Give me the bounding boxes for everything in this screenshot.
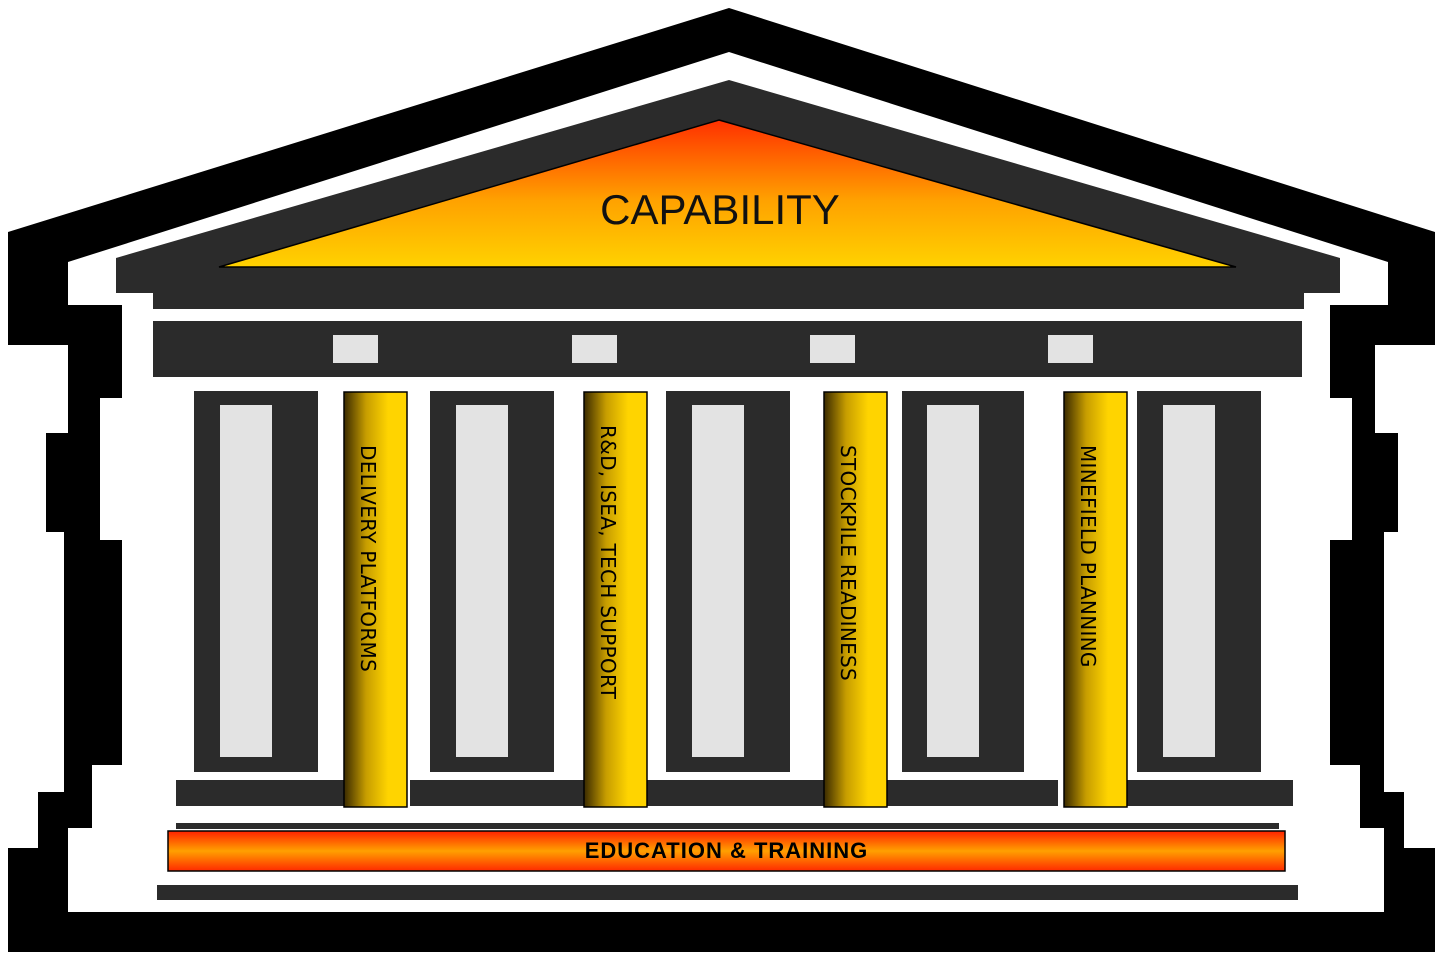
entablature-block-1 (333, 335, 378, 363)
dark-column-3-panel (692, 405, 744, 757)
dark-column-5-panel (1163, 405, 1215, 757)
pillar-label-delivery-platforms: DELIVERY PLATFORMS (356, 445, 380, 673)
gold-pillar-3 (823, 391, 888, 808)
roof-pediment (218, 119, 1237, 268)
pillar-label-rd-isea-tech-support: R&D, ISEA, TECH SUPPORT (596, 425, 620, 700)
entablature-block-2 (572, 335, 617, 363)
stylobate-gap-2 (1058, 778, 1064, 808)
dark-column-4-panel (927, 405, 979, 757)
pillar-label-stockpile-readiness: STOCKPILE READINESS (836, 445, 860, 682)
step-bar-top (176, 823, 1279, 829)
base-label: EDUCATION & TRAINING (584, 838, 869, 863)
pillar-label-minefield-planning: MINEFIELD PLANNING (1076, 445, 1100, 668)
dark-column-1-panel (220, 405, 272, 757)
gold-pillar-1 (343, 391, 408, 808)
gold-pillar-2 (583, 391, 648, 808)
entablature (153, 321, 1302, 377)
dark-column-2-panel (456, 405, 508, 757)
entablature-block-4 (1048, 335, 1093, 363)
entablature-block-3 (810, 335, 855, 363)
step-bar-bottom (157, 885, 1298, 900)
roof-label: CAPABILITY (600, 186, 840, 233)
gold-pillar-4 (1063, 391, 1128, 808)
base-band (167, 830, 1286, 872)
